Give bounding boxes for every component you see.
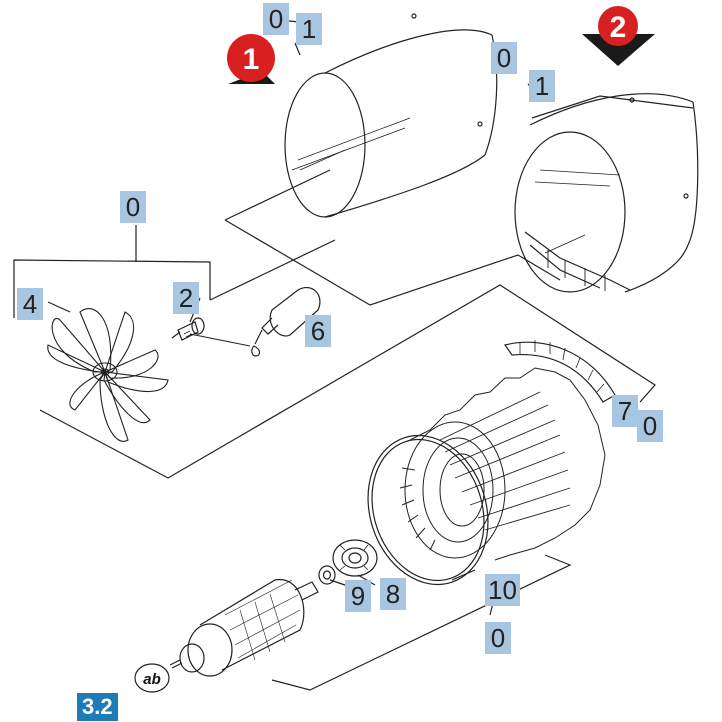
label-part-9[interactable]: 9 <box>345 580 371 612</box>
label-part-6[interactable]: 6 <box>305 315 331 347</box>
variant-badge-2: 2 <box>582 6 655 66</box>
label-part-0-stator[interactable]: 0 <box>637 410 663 442</box>
ab-mark-outline <box>134 663 170 693</box>
terminal-strip-part-7 <box>504 340 616 403</box>
label-part-0-right[interactable]: 0 <box>491 42 517 74</box>
label-part-0-top[interactable]: 0 <box>263 3 289 35</box>
label-part-8[interactable]: 8 <box>380 578 406 610</box>
label-part-0-bottom[interactable]: 0 <box>485 622 511 654</box>
group-outline-upper <box>224 169 561 306</box>
label-part-7[interactable]: 7 <box>612 395 638 427</box>
fan-part-4 <box>47 308 169 442</box>
label-part-1-right[interactable]: 1 <box>529 70 555 102</box>
ab-mark: ab <box>143 671 161 688</box>
group-outline-rotor <box>271 554 572 691</box>
section-badge[interactable]: 3.2 <box>77 693 118 721</box>
stator-part-7 <box>399 367 606 561</box>
bracket-fan-group <box>13 225 211 318</box>
glue-bottle-part-6 <box>189 287 321 357</box>
label-part-1-top[interactable]: 1 <box>296 13 322 45</box>
label-part-4[interactable]: 4 <box>17 288 43 320</box>
o-ring-part-10 <box>367 434 489 586</box>
variant-badge-2-text: 2 <box>610 11 627 44</box>
label-part-2[interactable]: 2 <box>173 282 199 314</box>
cover-part-2 <box>514 93 699 293</box>
group-outline-fan <box>39 239 656 479</box>
screw-part-2 <box>171 317 205 341</box>
variant-badge-1: 1 <box>227 34 275 84</box>
rotor-part <box>169 579 319 677</box>
label-part-0-left[interactable]: 0 <box>120 191 146 223</box>
washer-part-9 <box>318 565 336 585</box>
label-part-10[interactable]: 10 <box>485 574 520 606</box>
variant-badge-1-text: 1 <box>243 43 260 76</box>
bearing-part-8 <box>332 539 378 577</box>
